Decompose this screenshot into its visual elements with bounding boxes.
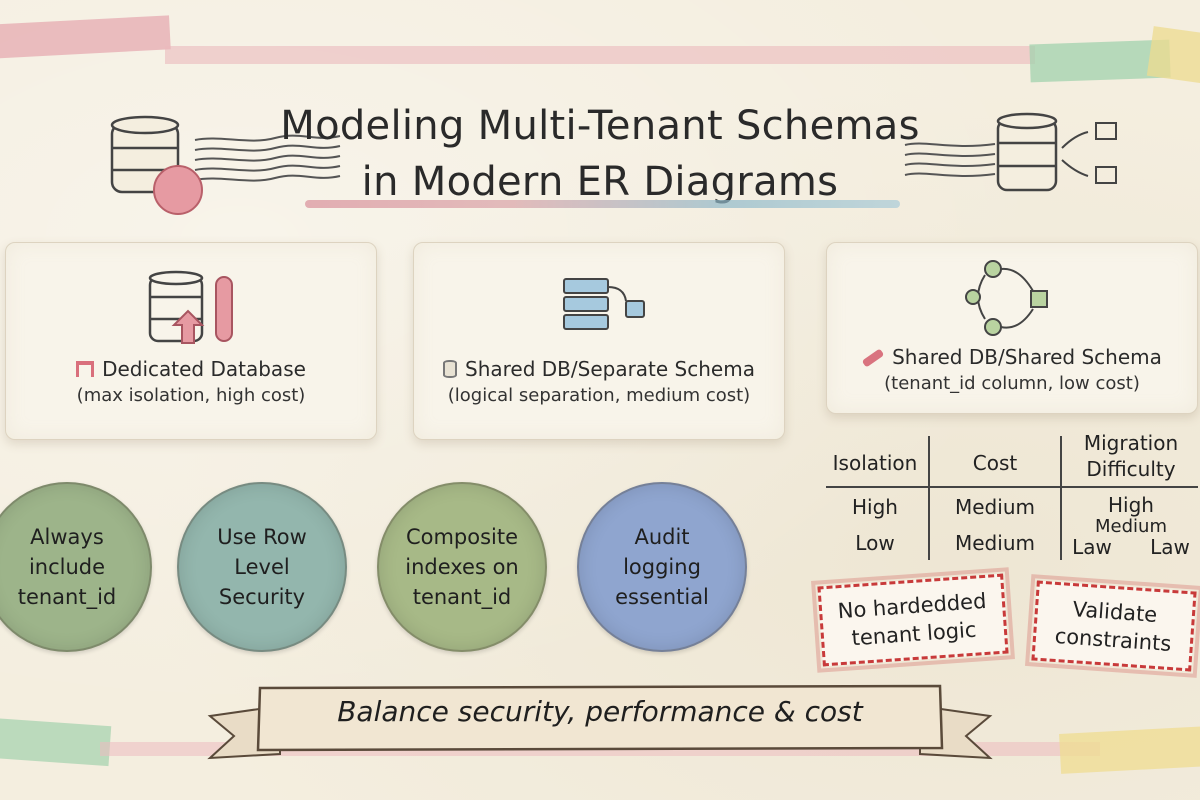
card-subtitle: (logical separation, medium cost) xyxy=(447,385,751,406)
ribbon-banner xyxy=(207,684,993,760)
database-postmark-icon xyxy=(110,115,341,215)
table-vline-1 xyxy=(928,436,930,560)
cycle-nodes-icon xyxy=(965,260,1048,336)
card-title: Shared DB/Separate Schema xyxy=(414,355,784,383)
table-cell-isolation-1: High xyxy=(852,495,898,519)
table-cell-cost-2: Medium xyxy=(955,531,1035,555)
table-cell-migration-3b: Law xyxy=(1150,535,1190,559)
comparison-table: Isolation Cost Migration Difficulty High… xyxy=(820,430,1200,560)
table-cell-migration-3a: Law xyxy=(1072,535,1112,559)
table-header-migration: Migration xyxy=(1083,431,1179,455)
card-shared-db-shared-schema: Shared DB/Shared Schema (tenant_id colum… xyxy=(826,242,1198,414)
title-underline xyxy=(305,200,900,208)
title-line-2: in Modern ER Diagrams xyxy=(361,159,839,205)
table-header-cost: Cost xyxy=(972,451,1018,475)
card-title: Dedicated Database xyxy=(6,355,376,383)
banner-text: Balance security, performance & cost xyxy=(337,695,863,728)
database-icon xyxy=(148,270,233,344)
tape-pink-top-band xyxy=(165,46,1035,64)
tape-green-bottom-left xyxy=(0,717,112,767)
table-hline xyxy=(826,486,1198,488)
card-subtitle: (tenant_id column, low cost) xyxy=(884,373,1140,394)
tape-yellow-top-right xyxy=(1146,26,1200,84)
table-cell-cost-1: Medium xyxy=(955,495,1035,519)
database-small-icon xyxy=(443,360,457,378)
card-shared-db-separate-schema: Shared DB/Separate Schema (logical separ… xyxy=(413,242,785,440)
table-cell-isolation-2: Low xyxy=(855,531,895,555)
card-dedicated-database: Dedicated Database (max isolation, high … xyxy=(5,242,377,440)
table-vline-2 xyxy=(1060,436,1062,560)
pencil-icon xyxy=(861,348,885,368)
database-branch-icon xyxy=(904,112,1117,192)
diagram-title: Modeling Multi-Tenant Schemas in Modern … xyxy=(230,98,970,210)
tape-yellow-bottom-right xyxy=(1059,726,1200,774)
card-title: Shared DB/Shared Schema xyxy=(827,343,1197,371)
table-header-isolation: Isolation xyxy=(832,451,918,475)
table-cell-migration-2: Medium xyxy=(1095,516,1167,537)
title-line-1: Modeling Multi-Tenant Schemas xyxy=(280,103,920,149)
table-icon xyxy=(76,361,95,377)
table-header-difficulty: Difficulty xyxy=(1086,457,1176,481)
table-cell-migration-1: High xyxy=(1108,493,1154,517)
card-subtitle: (max isolation, high cost) xyxy=(76,385,306,406)
schema-tables-icon xyxy=(563,278,645,330)
